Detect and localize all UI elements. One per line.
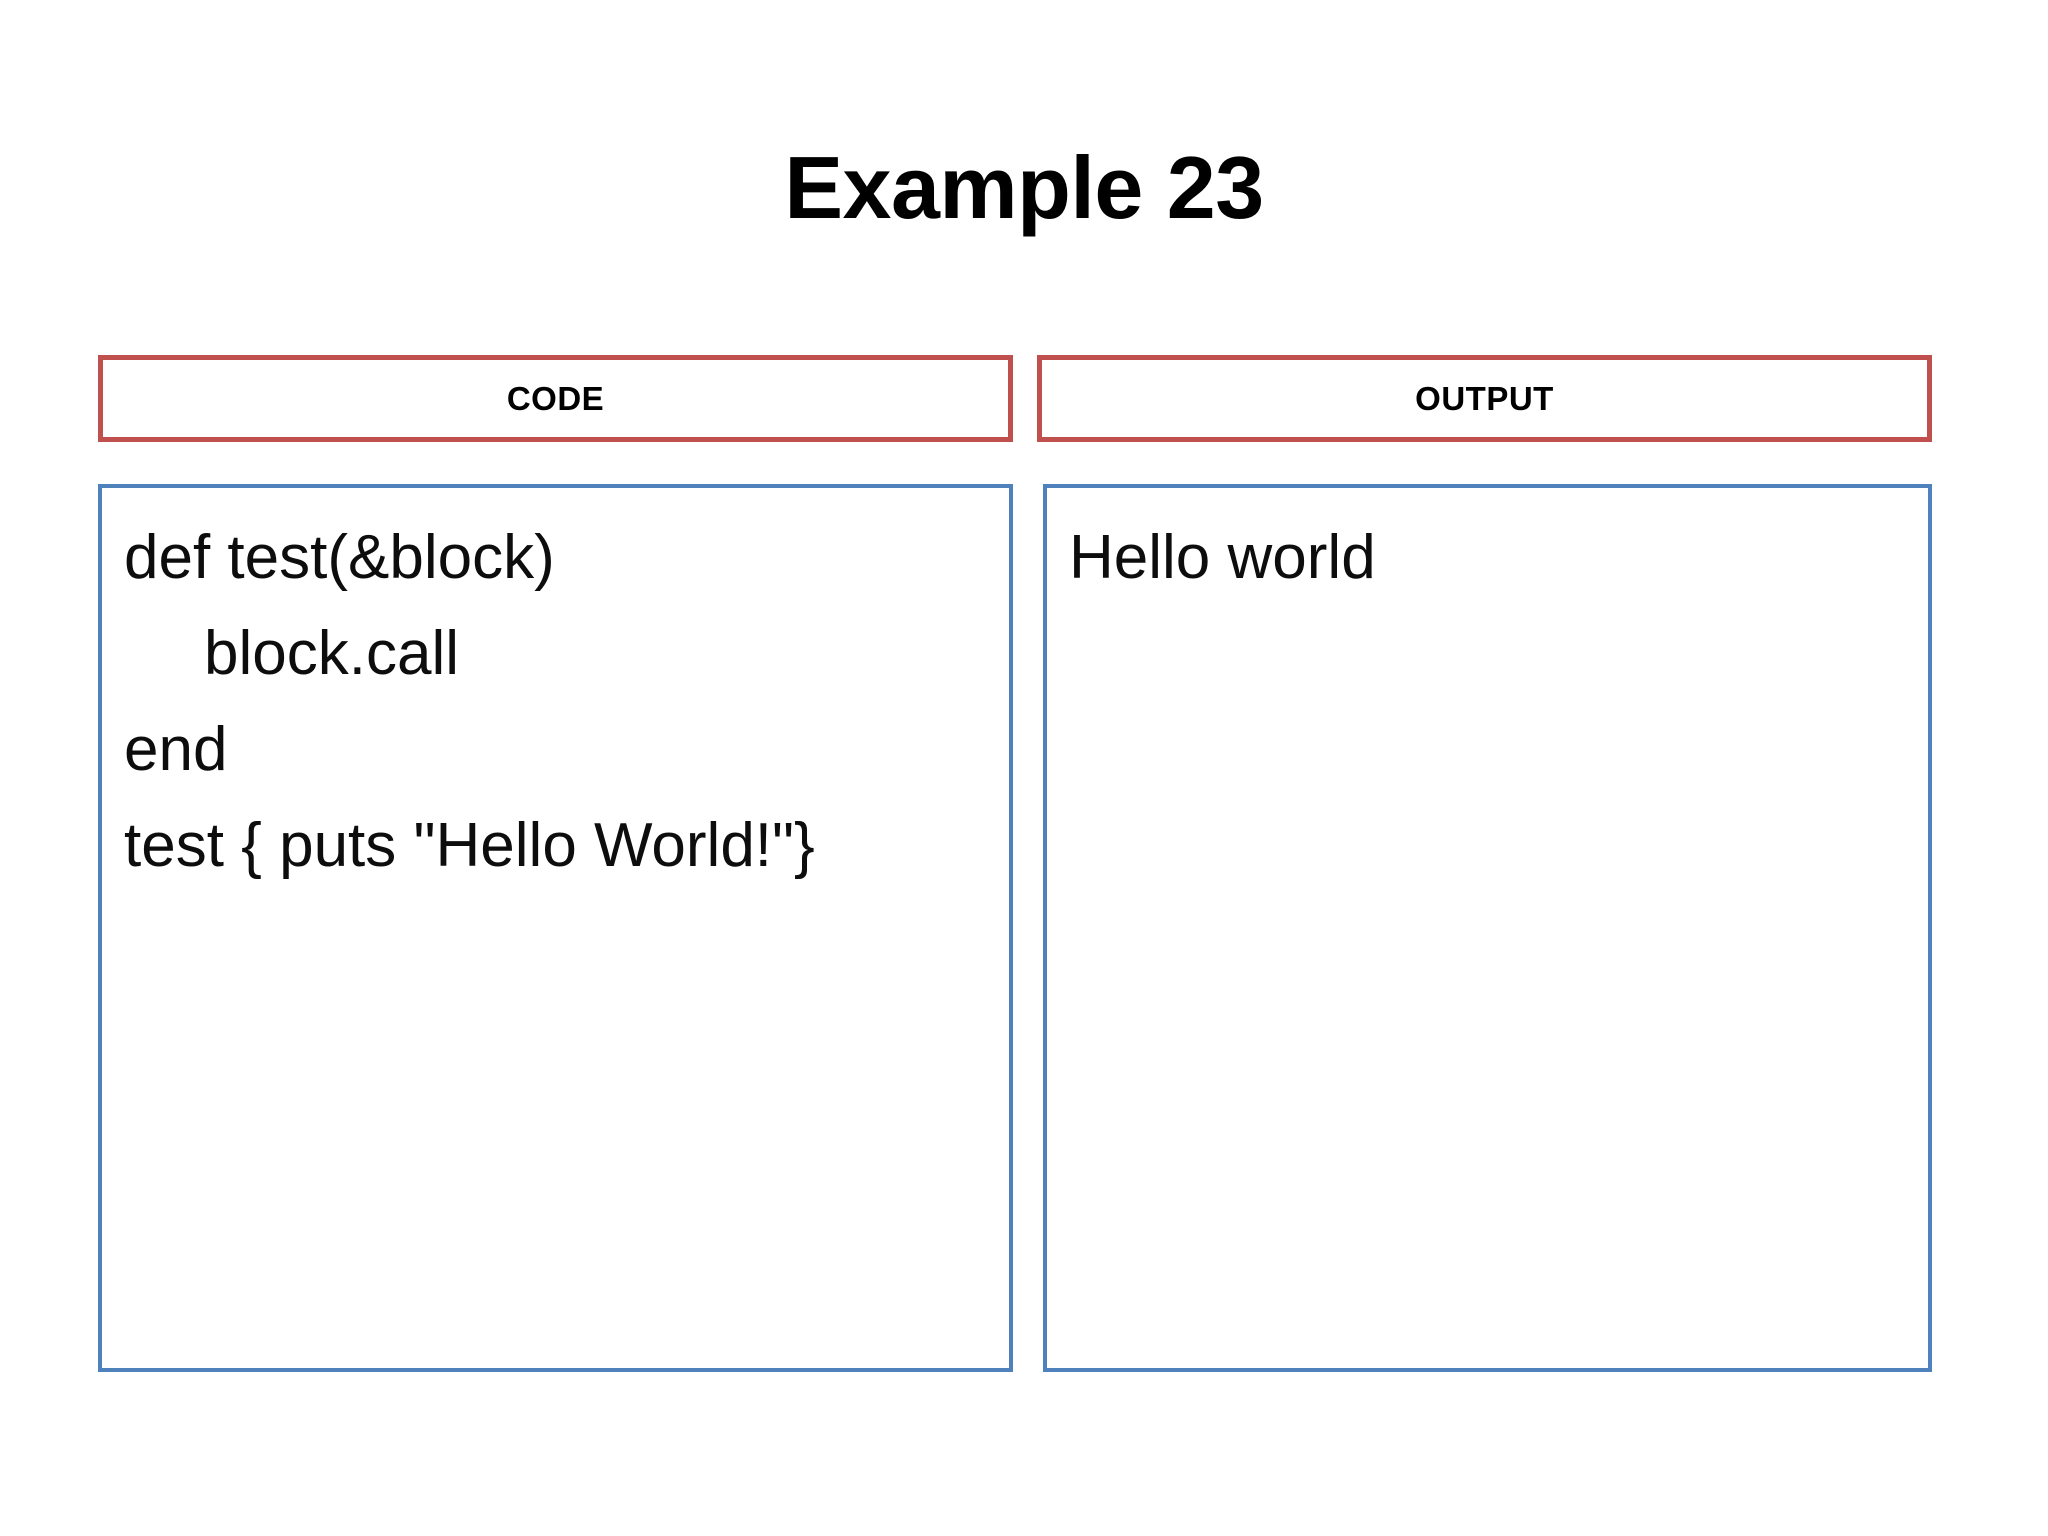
- code-line: test { puts "Hello World!"}: [124, 811, 815, 880]
- page-title: Example 23: [784, 138, 1264, 237]
- output-panel: Hello world: [1043, 484, 1932, 1372]
- output-column-header: OUTPUT: [1037, 355, 1932, 442]
- output-panel-content: Hello world: [1047, 488, 1928, 606]
- output-column-header-label: OUTPUT: [1415, 380, 1554, 417]
- code-column-header: CODE: [98, 355, 1013, 442]
- code-line: end: [124, 715, 228, 784]
- code-panel-content: def test(&block) block.call end test { p…: [102, 488, 1009, 894]
- code-column-header-label: CODE: [506, 380, 605, 417]
- code-line: def test(&block): [124, 523, 555, 592]
- output-line: Hello world: [1069, 523, 1376, 592]
- code-panel: def test(&block) block.call end test { p…: [98, 484, 1013, 1372]
- code-line: block.call: [204, 619, 459, 688]
